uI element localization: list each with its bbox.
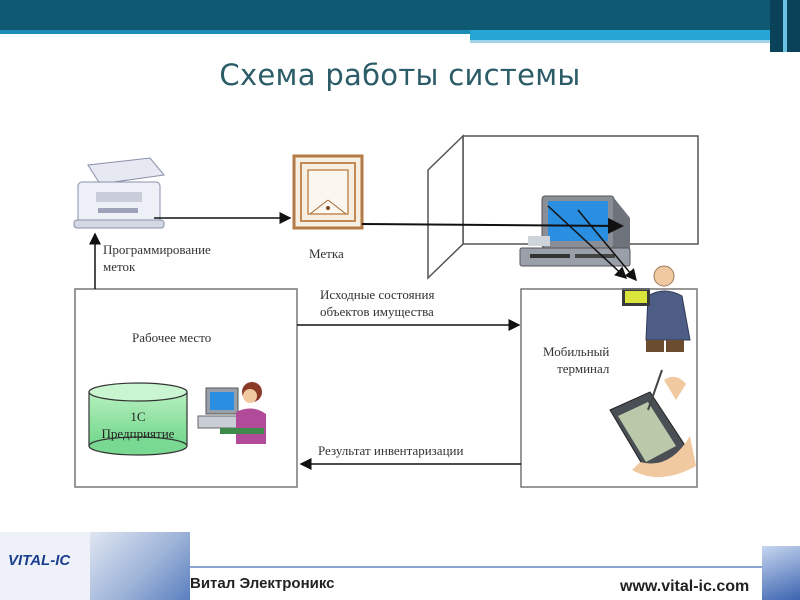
company-logo: VITAL-IC [8,552,70,569]
businessman-icon [622,266,690,352]
rfid-tag-icon [294,156,362,228]
workplace-label: Рабочее место [132,329,211,346]
printer-icon [74,158,164,228]
operator-icon [198,382,266,444]
printer-label: Программирование меток [103,241,211,275]
initial-states-label: Исходные состояния объектов имущества [320,286,434,320]
result-label: Результат инвентаризации [318,442,463,459]
footer-graphic [90,532,190,600]
terminal-label: Мобильный терминал [543,343,609,377]
company-name: Витал Электроникс [190,575,335,592]
tag-label: Метка [309,245,344,262]
pda-icon [610,370,696,477]
database-label: 1С Предприятие [92,408,184,442]
footer-corner-graphic [762,546,800,600]
website-url[interactable]: www.vital-ic.com [620,578,749,596]
